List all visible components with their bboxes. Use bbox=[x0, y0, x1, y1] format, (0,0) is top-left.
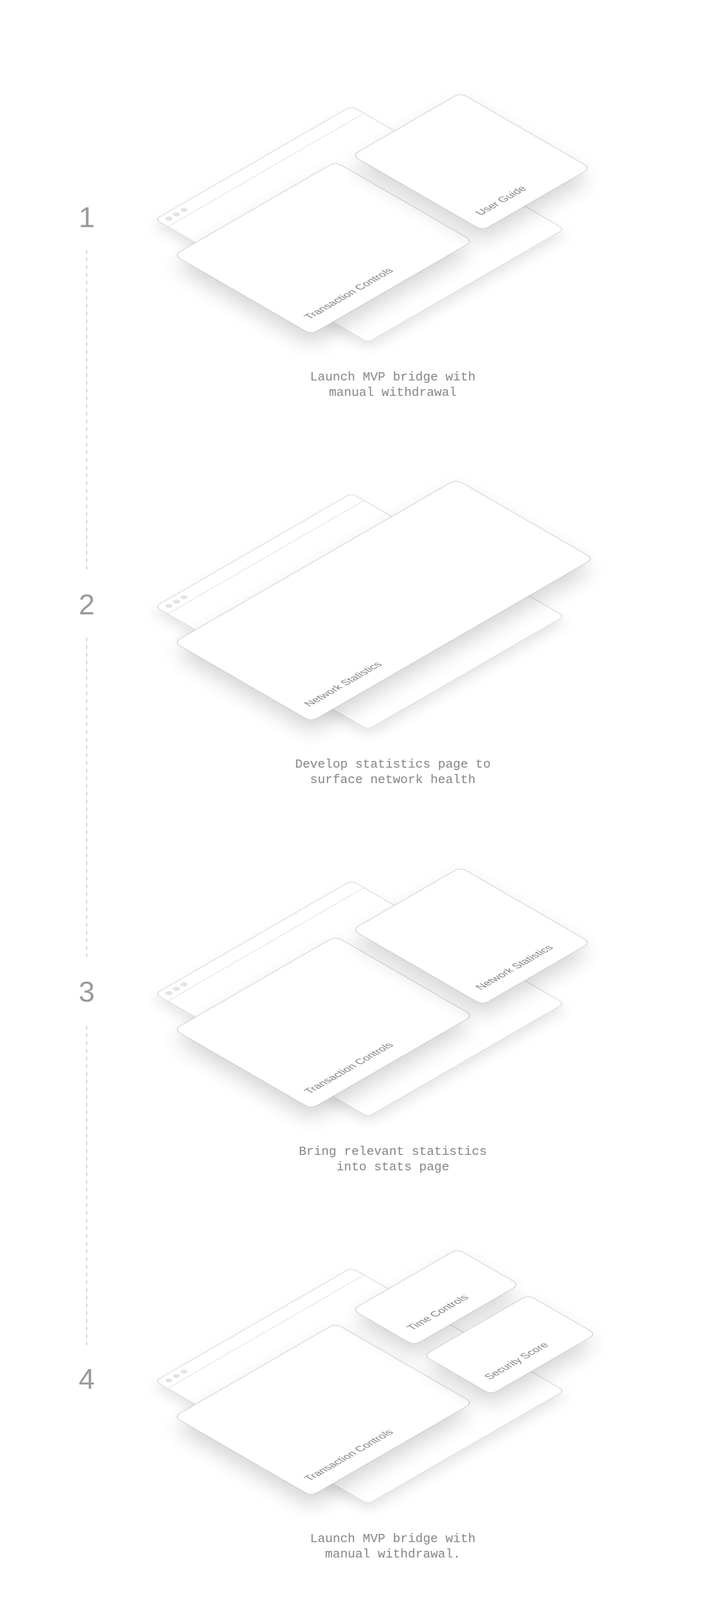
step-caption: Develop statistics page to surface netwo… bbox=[286, 756, 499, 788]
dashed-line bbox=[86, 249, 88, 570]
step-number: 4 bbox=[62, 1364, 111, 1393]
caption-wrap: Develop statistics page to surface netwo… bbox=[286, 756, 499, 788]
caption-wrap: Bring relevant statistics into stats pag… bbox=[286, 1143, 499, 1175]
panel-label: Security Score bbox=[481, 1339, 552, 1381]
panel-text-stack: Network Statistics bbox=[472, 942, 557, 991]
panel-label: Time Controls bbox=[403, 1292, 472, 1332]
step-number: 1 bbox=[62, 202, 111, 232]
step-number-wrap: 3 bbox=[62, 976, 111, 1006]
step-number: 2 bbox=[62, 589, 111, 619]
step-number: 3 bbox=[62, 976, 111, 1006]
step-caption: Launch MVP bridge with manual withdrawal… bbox=[286, 1530, 499, 1562]
caption-wrap: Launch MVP bridge with manual withdrawal… bbox=[286, 1530, 499, 1562]
timeline-dashes bbox=[86, 249, 88, 1345]
panel-text-stack: Time Controls bbox=[403, 1292, 472, 1332]
panel-label: Network Statistics bbox=[472, 942, 557, 991]
step-caption: Bring relevant statistics into stats pag… bbox=[286, 1143, 499, 1175]
caption-wrap: Launch MVP bridge with manual withdrawal bbox=[286, 369, 499, 401]
panel-text-stack: Security Score bbox=[481, 1339, 552, 1381]
dashed-line bbox=[86, 1025, 88, 1345]
dashed-line bbox=[86, 637, 88, 957]
step-caption: Launch MVP bridge with manual withdrawal bbox=[286, 369, 499, 401]
step-number-wrap: 4 bbox=[62, 1364, 111, 1393]
step-number-wrap: 1 bbox=[62, 202, 111, 232]
step-number-wrap: 2 bbox=[62, 589, 111, 619]
